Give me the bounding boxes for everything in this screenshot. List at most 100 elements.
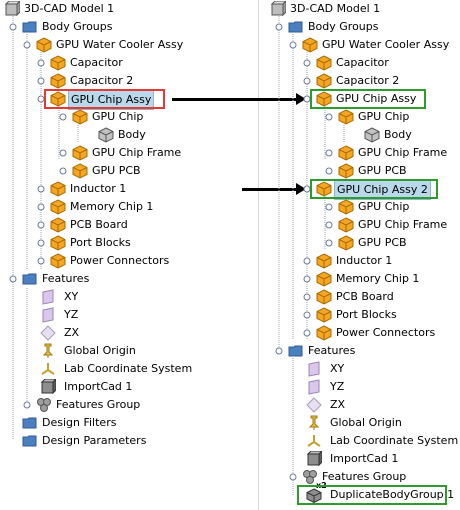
tree-node-gpu-chip-frame[interactable]: GPU Chip Frame: [54, 144, 183, 162]
tree-node-inductor[interactable]: Inductor 1: [298, 252, 394, 270]
tree-node-gpu-pcb[interactable]: GPU PCB: [54, 162, 143, 180]
tree-node-features[interactable]: Features: [270, 342, 357, 360]
assembly-icon: [338, 109, 354, 125]
tree-node-global-origin[interactable]: Global Origin: [32, 342, 138, 360]
collapse-toggle-icon[interactable]: [325, 203, 333, 211]
collapse-toggle-icon[interactable]: [275, 23, 283, 31]
tree-node-features[interactable]: Features: [4, 270, 91, 288]
tree-node-features-group[interactable]: Features Group: [18, 396, 142, 414]
collapse-toggle-icon[interactable]: [23, 401, 31, 409]
tree-node-memory-chip[interactable]: Memory Chip 1: [298, 270, 421, 288]
tree-node-zx-plane[interactable]: ZX: [298, 396, 347, 414]
tree-node-capacitor-2[interactable]: Capacitor 2: [298, 72, 401, 90]
tree-node-global-origin[interactable]: Global Origin: [298, 414, 404, 432]
tree-label: GPU Water Cooler Assy: [56, 38, 184, 51]
collapse-toggle-icon[interactable]: [325, 239, 333, 247]
collapse-toggle-icon[interactable]: [303, 257, 311, 265]
collapse-toggle-icon[interactable]: [325, 113, 333, 121]
tree-node-power-connectors[interactable]: Power Connectors: [32, 252, 171, 270]
tree-node-capacitor[interactable]: Capacitor: [32, 54, 125, 72]
green-highlight-box: [310, 89, 426, 109]
collapse-toggle-icon[interactable]: [59, 167, 67, 175]
tree-node-gpu-chip-assy-2[interactable]: GPU Chip Assy 2: [298, 180, 431, 200]
collapse-toggle-icon[interactable]: [303, 329, 311, 337]
tree-node-yz-plane[interactable]: YZ: [32, 306, 80, 324]
tree-node-import-cad[interactable]: ImportCad 1: [298, 450, 400, 468]
tree-node-water-cooler[interactable]: GPU Water Cooler Assy: [284, 36, 451, 54]
collapse-toggle-icon[interactable]: [303, 77, 311, 85]
tree-node-gpu-chip-assy[interactable]: GPU Chip Assy: [298, 90, 418, 108]
tree-node-body-groups[interactable]: Body Groups: [4, 18, 115, 36]
tree-node-power-connectors[interactable]: Power Connectors: [298, 324, 437, 342]
coordinate-system-icon: [307, 435, 321, 447]
tree-node-yz-plane[interactable]: YZ: [298, 378, 346, 396]
tree-node-design-parameters[interactable]: Design Parameters: [4, 432, 148, 450]
collapse-toggle-icon[interactable]: [37, 221, 45, 229]
collapse-toggle-icon[interactable]: [37, 203, 45, 211]
tree-node-root[interactable]: 3D-CAD Model 1: [268, 0, 382, 18]
tree-label: GPU Chip Assy: [68, 90, 155, 110]
tree-node-body[interactable]: Body: [80, 126, 148, 144]
collapse-toggle-icon[interactable]: [37, 239, 45, 247]
tree-node-gpu-chip-frame-2[interactable]: GPU Chip Frame: [320, 216, 449, 234]
collapse-toggle-icon[interactable]: [37, 77, 45, 85]
collapse-toggle-icon[interactable]: [289, 41, 297, 49]
tree-node-gpu-chip-2[interactable]: GPU Chip: [320, 198, 411, 216]
collapse-toggle-icon[interactable]: [325, 167, 333, 175]
tree-node-water-cooler[interactable]: GPU Water Cooler Assy: [18, 36, 185, 54]
collapse-toggle-icon[interactable]: [23, 41, 31, 49]
assembly-icon: [50, 91, 66, 107]
tree-node-gpu-chip[interactable]: GPU Chip: [54, 108, 145, 126]
collapse-toggle-icon[interactable]: [303, 311, 311, 319]
assembly-icon: [338, 217, 354, 233]
tree-node-gpu-chip[interactable]: GPU Chip: [320, 108, 411, 126]
collapse-toggle-icon[interactable]: [275, 347, 283, 355]
tree-node-memory-chip[interactable]: Memory Chip 1: [32, 198, 155, 216]
plane-icon: [42, 289, 54, 305]
tree-label: XY: [64, 290, 79, 303]
collapse-toggle-icon[interactable]: [289, 473, 297, 481]
tree-node-features-group[interactable]: Features Group: [284, 468, 408, 486]
import-cad-icon: [40, 379, 56, 395]
tree-node-xy-plane[interactable]: XY: [298, 360, 346, 378]
tree-node-capacitor[interactable]: Capacitor: [298, 54, 391, 72]
collapse-toggle-icon[interactable]: [59, 149, 67, 157]
tree-node-import-cad[interactable]: ImportCad 1: [32, 378, 134, 396]
tree-node-port-blocks[interactable]: Port Blocks: [32, 234, 133, 252]
tree-label: Body: [118, 128, 146, 141]
tree-node-zx-plane[interactable]: ZX: [32, 324, 81, 342]
tree-node-gpu-pcb-2[interactable]: GPU PCB: [320, 234, 409, 252]
tree-node-body-groups[interactable]: Body Groups: [270, 18, 381, 36]
tree-label: Body: [384, 128, 412, 141]
collapse-toggle-icon[interactable]: [37, 185, 45, 193]
assembly-icon: [316, 73, 332, 89]
tree-node-capacitor-2[interactable]: Capacitor 2: [32, 72, 135, 90]
collapse-toggle-icon[interactable]: [37, 59, 45, 67]
tree-node-pcb-board[interactable]: PCB Board: [298, 288, 396, 306]
tree-node-body[interactable]: Body: [346, 126, 414, 144]
collapse-toggle-icon[interactable]: [9, 23, 17, 31]
tree-node-design-filters[interactable]: Design Filters: [4, 414, 118, 432]
assembly-icon: [316, 325, 332, 341]
tree-node-root[interactable]: 3D-CAD Model 1: [2, 0, 116, 18]
tree-label: YZ: [64, 308, 79, 321]
tree-node-port-blocks[interactable]: Port Blocks: [298, 306, 399, 324]
tree-node-xy-plane[interactable]: XY: [32, 288, 80, 306]
tree-node-pcb-board[interactable]: PCB Board: [32, 216, 130, 234]
tree-node-gpu-chip-frame[interactable]: GPU Chip Frame: [320, 144, 449, 162]
assembly-icon: [50, 217, 66, 233]
collapse-toggle-icon[interactable]: [325, 221, 333, 229]
assembly-icon: [302, 37, 318, 53]
tree-node-gpu-pcb[interactable]: GPU PCB: [320, 162, 409, 180]
tree-node-gpu-chip-assy[interactable]: GPU Chip Assy: [32, 90, 155, 110]
collapse-toggle-icon[interactable]: [9, 275, 17, 283]
collapse-toggle-icon[interactable]: [325, 149, 333, 157]
tree-node-lab-coordinate-system[interactable]: Lab Coordinate System: [32, 360, 194, 378]
collapse-toggle-icon[interactable]: [303, 275, 311, 283]
collapse-toggle-icon[interactable]: [59, 113, 67, 121]
collapse-toggle-icon[interactable]: [37, 257, 45, 265]
tree-node-lab-coordinate-system[interactable]: Lab Coordinate System: [298, 432, 460, 450]
collapse-toggle-icon[interactable]: [303, 59, 311, 67]
tree-node-inductor[interactable]: Inductor 1: [32, 180, 128, 198]
collapse-toggle-icon[interactable]: [303, 293, 311, 301]
